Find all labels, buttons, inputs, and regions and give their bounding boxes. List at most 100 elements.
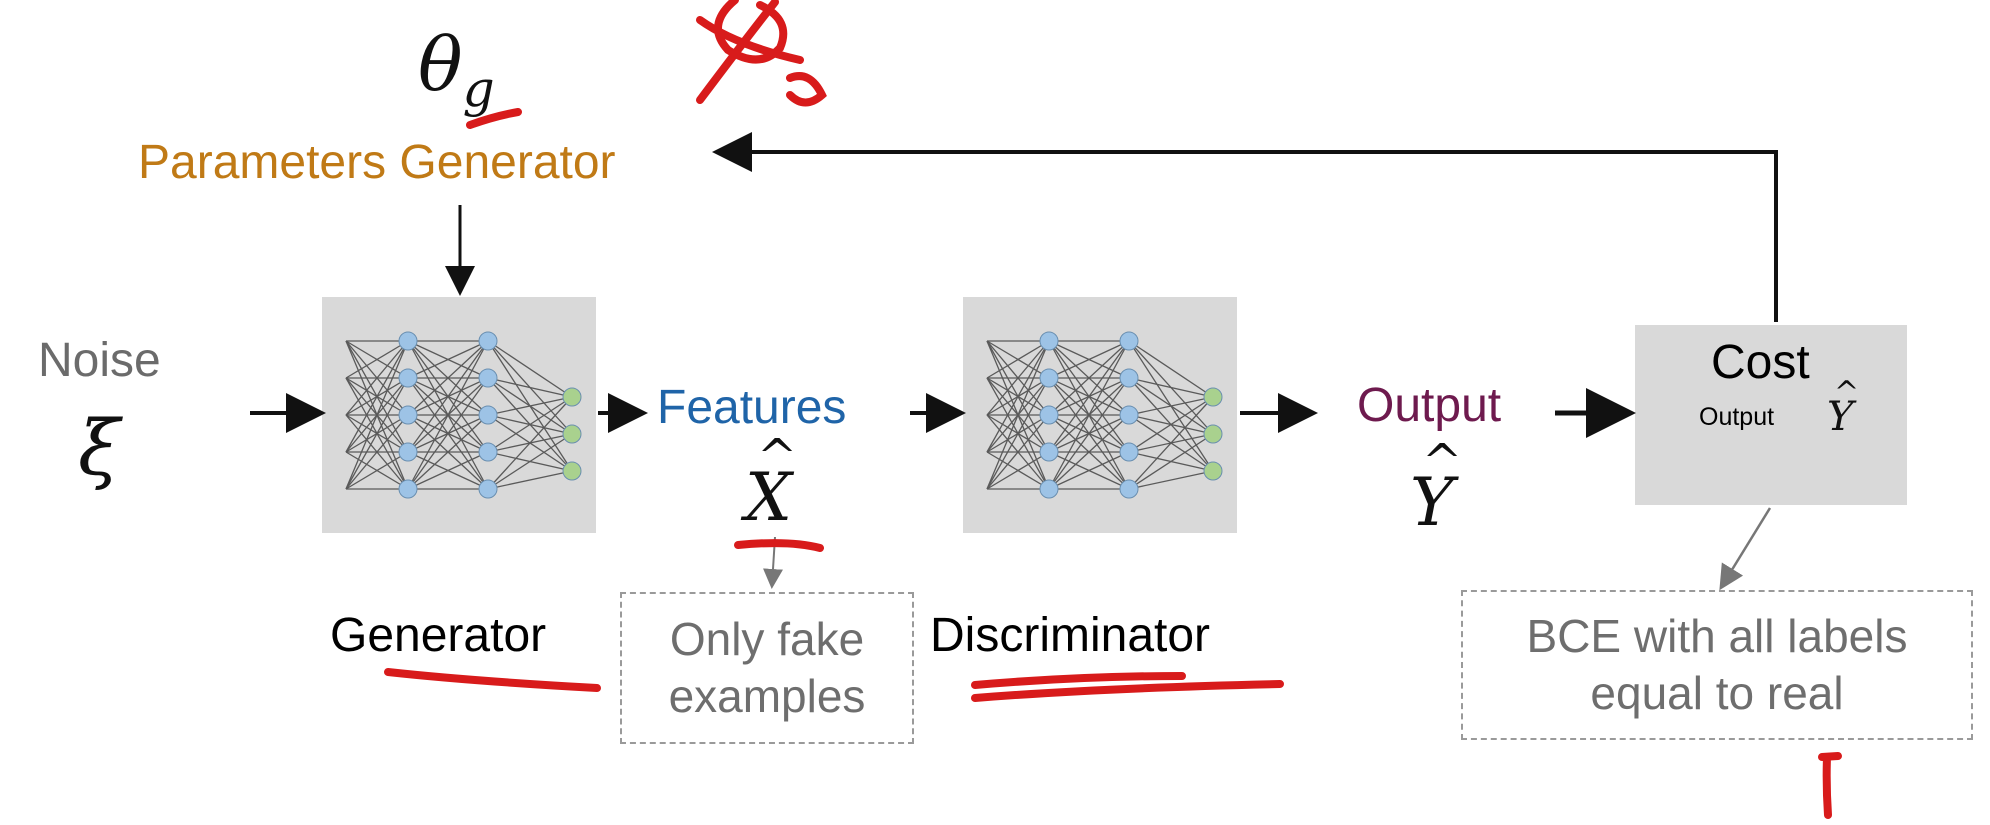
nn-edge [1048, 340, 1130, 453]
nn-node [1119, 405, 1139, 425]
bce-note-line1: BCE with all labels [1526, 609, 1908, 662]
nn-edge [407, 340, 489, 453]
noise-label: Noise [38, 334, 161, 387]
nn-node [1119, 479, 1139, 499]
nn-node [1203, 424, 1223, 444]
arrow-cost-feedback [712, 132, 1778, 322]
nn-node [1203, 387, 1223, 407]
discriminator-label: Discriminator [930, 609, 1211, 662]
red-underline-generator [384, 668, 601, 692]
nn-node [398, 405, 418, 425]
nn-node [478, 442, 498, 462]
nn-edge [1128, 377, 1214, 398]
nn-edge [1048, 340, 1130, 379]
nn-edge [1128, 340, 1214, 398]
nn-edge [1048, 451, 1130, 490]
nn-edge [986, 340, 1050, 416]
nn-edge [487, 377, 573, 398]
nn-node [1039, 442, 1059, 462]
nn-node [562, 461, 582, 481]
cost-sub-label: Output [1699, 403, 1775, 431]
theta-subscript: g [462, 59, 495, 118]
nn-edge [487, 340, 573, 398]
nn-edge [345, 414, 409, 490]
cost-y: Y [1827, 394, 1854, 440]
nn-edge [1048, 377, 1130, 490]
output-accent: ^ [1422, 434, 1463, 490]
nn-node [1203, 461, 1223, 481]
nn-edge [407, 451, 489, 490]
nn-node [398, 442, 418, 462]
nn-node [1119, 368, 1139, 388]
nn-edge [1048, 340, 1130, 416]
nn-edge [345, 340, 409, 490]
nn-edge [986, 377, 1050, 490]
nn-edge [1048, 414, 1130, 490]
nn-edge [1048, 340, 1130, 490]
nn-node [1119, 442, 1139, 462]
discriminator-network-graph [986, 331, 1223, 499]
fake-note-line1: Only fake [669, 612, 865, 665]
nn-node [478, 331, 498, 351]
cost-accent: ^ [1834, 375, 1860, 410]
red-scribble-theta-d [696, 0, 827, 107]
discriminator-network [963, 297, 1237, 533]
nn-edge [487, 470, 573, 490]
nn-edge [1128, 396, 1214, 453]
nn-edge [1128, 433, 1214, 490]
nn-edge [345, 340, 409, 379]
parameters-generator-label: Parameters Generator [138, 136, 616, 189]
red-underline-discriminator-2 [971, 680, 1284, 702]
only-fake-examples-note: Only fake examples [620, 592, 914, 744]
bce-note-line2: equal to real [1590, 667, 1844, 719]
nn-edge [986, 451, 1050, 490]
nn-edge [345, 340, 409, 453]
cost-box: Cost Output ^ Y [1635, 325, 1907, 505]
red-underline-x [734, 539, 824, 552]
nn-edge [345, 451, 409, 490]
red-mark-bottom [1818, 752, 1842, 819]
features-x: X [745, 459, 792, 536]
red-annotations [384, 0, 1842, 819]
red-underline-g [466, 108, 522, 129]
nn-edge [407, 340, 489, 416]
generator-network [322, 297, 596, 533]
nn-node [398, 479, 418, 499]
nn-edge [487, 396, 573, 490]
nn-edge [345, 340, 409, 416]
nn-node [398, 331, 418, 351]
nn-edge [487, 396, 573, 453]
nn-edge [986, 340, 1050, 379]
nn-node [1039, 405, 1059, 425]
theta-symbol: θ [418, 22, 463, 108]
nn-node [478, 368, 498, 388]
nn-edge [1128, 396, 1214, 490]
bce-note: BCE with all labels equal to real [1461, 590, 1973, 740]
features-accent: ^ [757, 429, 798, 485]
nn-edge [1128, 396, 1214, 416]
nn-edge [487, 433, 573, 490]
nn-node [562, 424, 582, 444]
nn-node [1039, 331, 1059, 351]
nn-node [398, 368, 418, 388]
nn-edge [986, 340, 1050, 453]
pointer-cost-to-note [1719, 507, 1772, 591]
generator-label: Generator [330, 609, 547, 662]
nn-edge [986, 340, 1050, 490]
nn-node [1039, 479, 1059, 499]
nn-edge [986, 414, 1050, 490]
nn-edge [487, 396, 573, 416]
nn-edge [407, 340, 489, 379]
output-y: Y [1410, 464, 1454, 541]
nn-edge [407, 340, 489, 490]
output-label: Output [1357, 379, 1502, 432]
nn-edge [407, 377, 489, 490]
nn-node [1119, 331, 1139, 351]
generator-network-graph [345, 331, 582, 499]
cost-symbol: ^ Y [1827, 378, 1859, 440]
nn-node [1039, 368, 1059, 388]
theta-g-symbol: θg [418, 28, 495, 114]
features-label: Features [657, 381, 847, 434]
nn-node [478, 479, 498, 499]
